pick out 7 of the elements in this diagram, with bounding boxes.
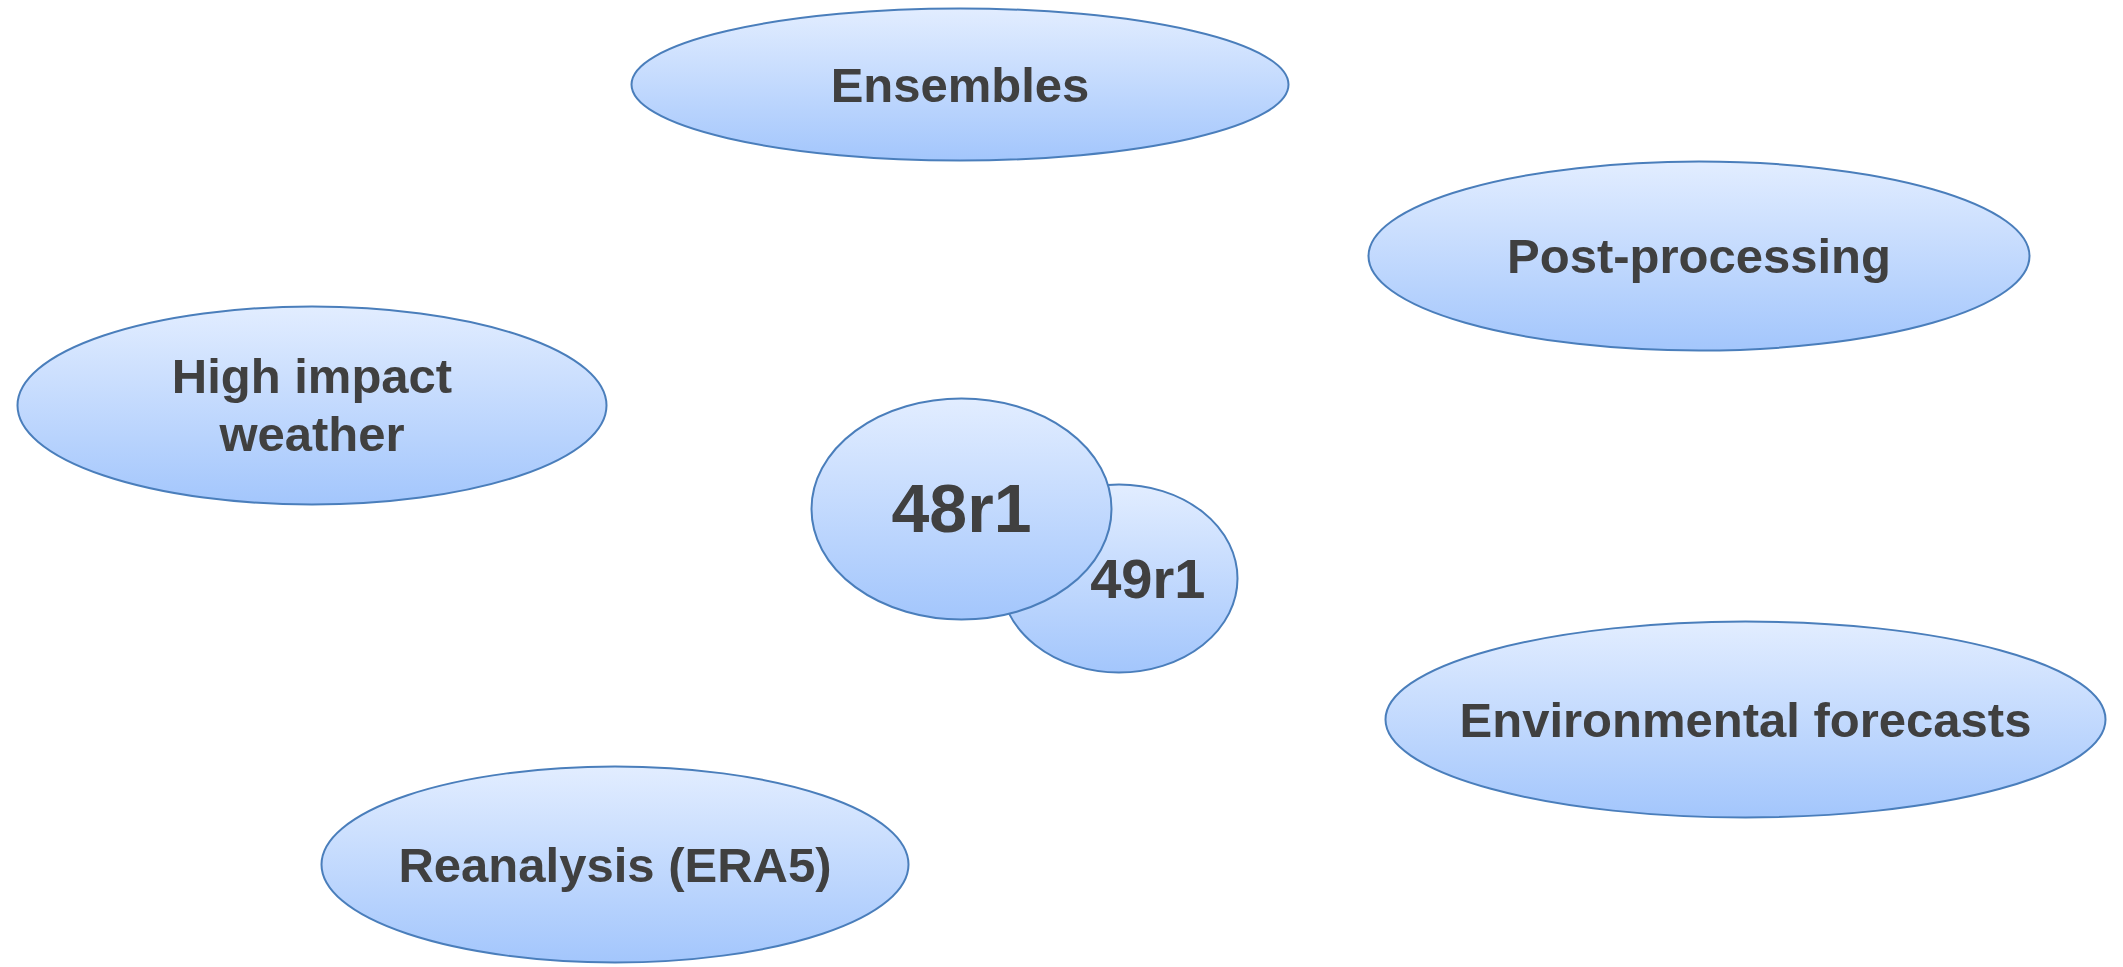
node-label: Ensembles [829, 56, 1091, 114]
node-label: High impact weather [170, 347, 454, 464]
node-label: Reanalysis (ERA5) [397, 836, 833, 894]
node-label: Environmental forecasts [1458, 691, 2033, 749]
node-label: 48r1 [890, 469, 1033, 549]
node-label: Post-processing [1506, 227, 1892, 285]
node-label: 49r1 [1090, 545, 1206, 612]
